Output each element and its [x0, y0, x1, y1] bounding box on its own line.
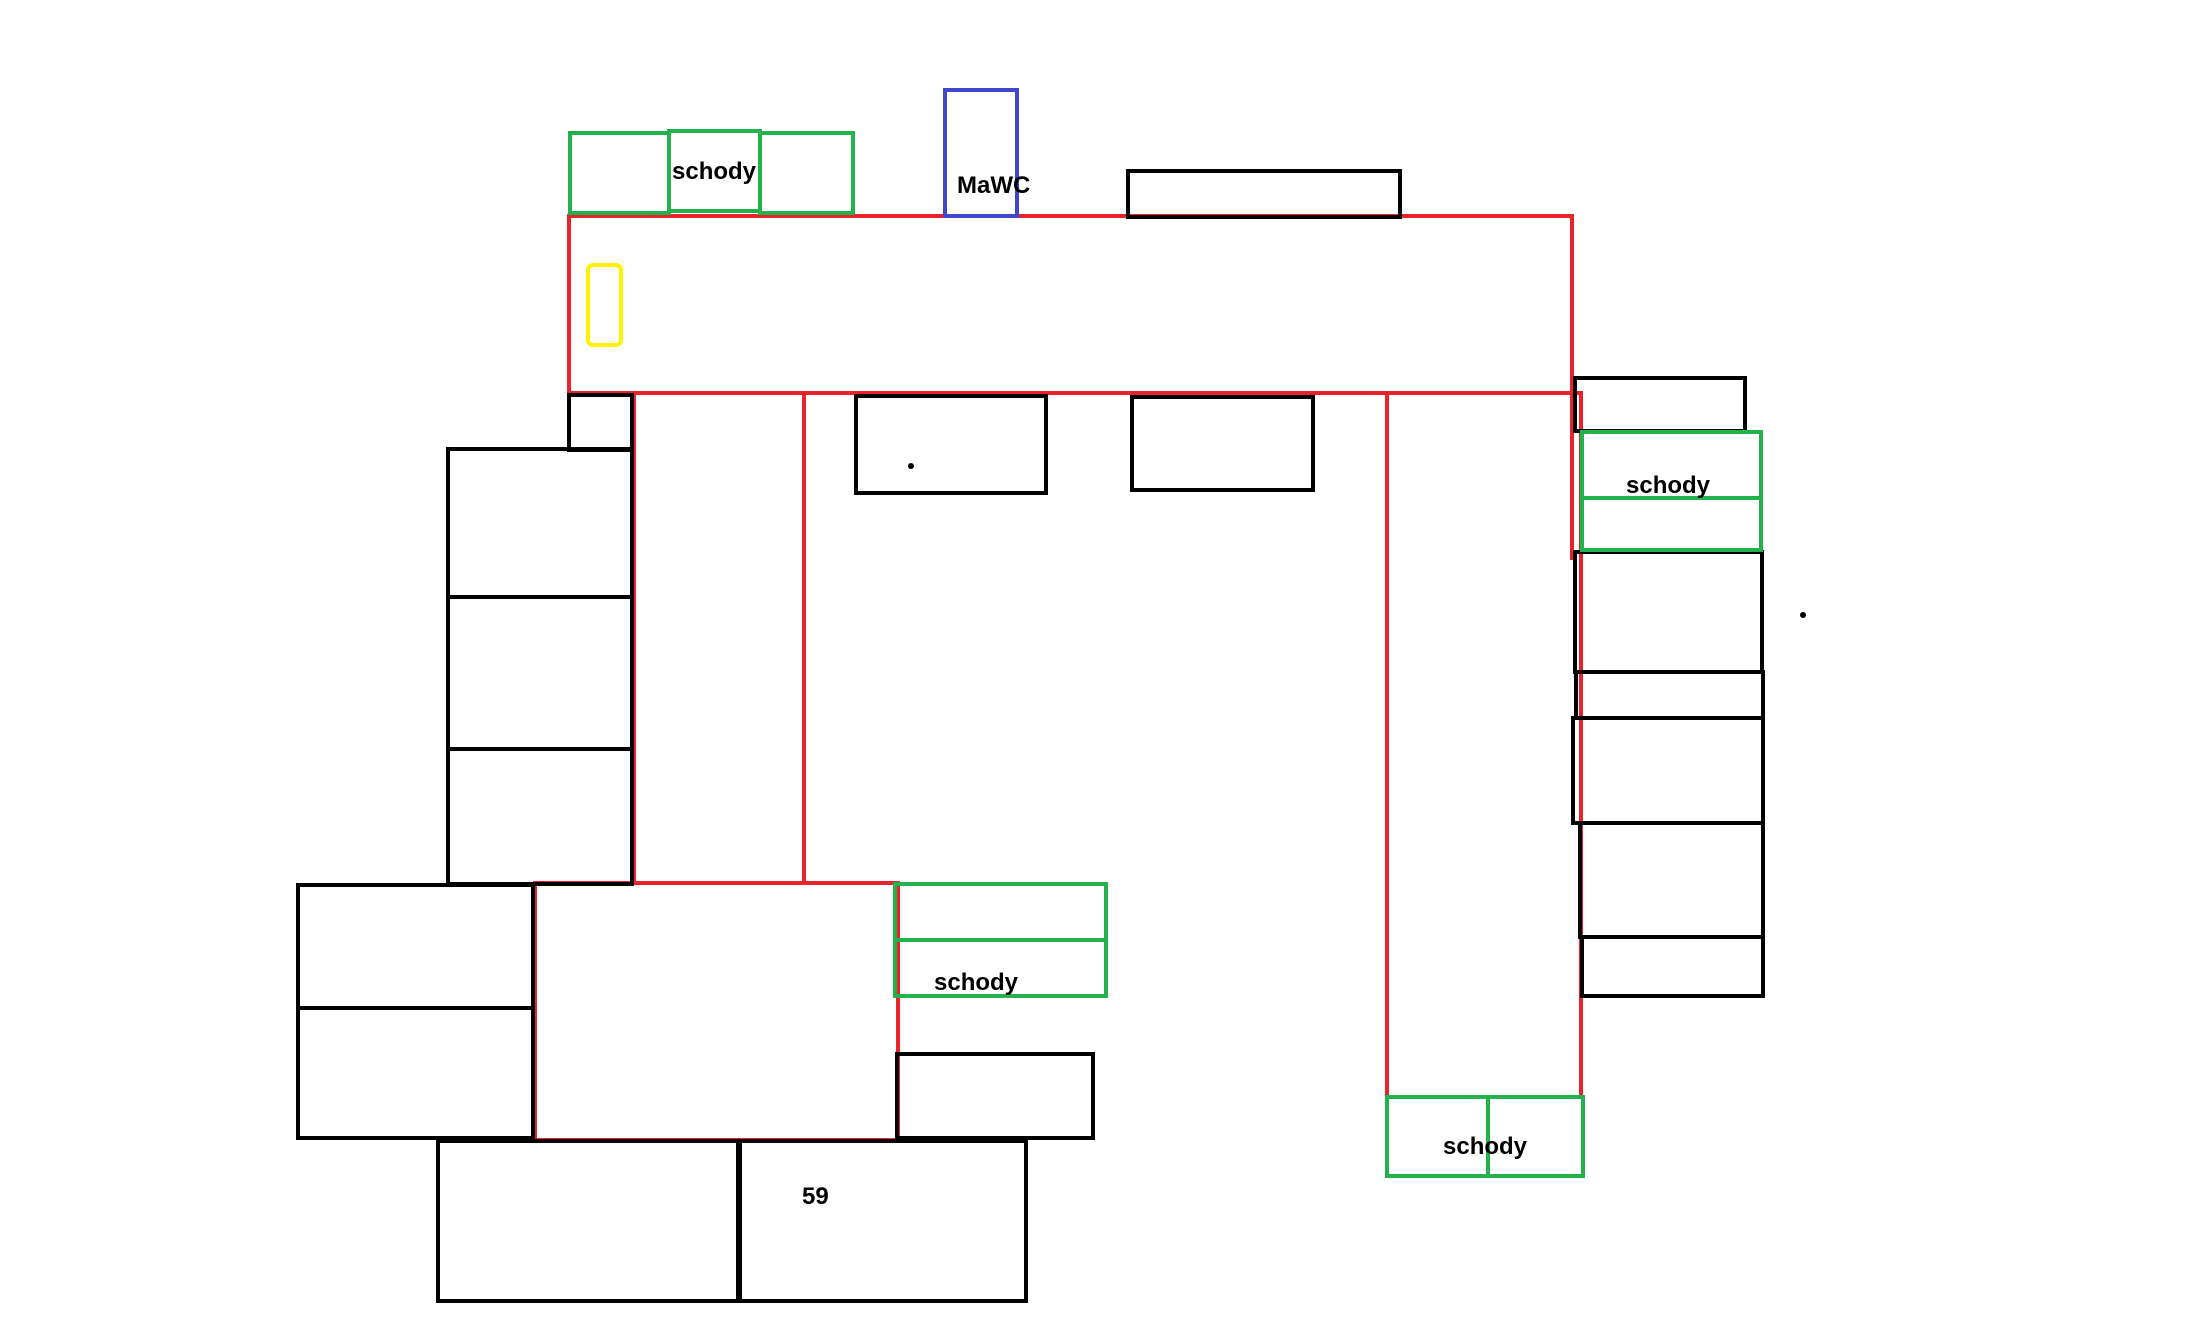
- corridor-bottom-left: [533, 881, 900, 1142]
- room-bottom-small: [895, 1052, 1095, 1140]
- room-right-5: [1580, 935, 1765, 998]
- room-far-left-2: [296, 1006, 535, 1140]
- stairs-right-b: [1580, 496, 1763, 552]
- label-stairs-top-left: schody: [672, 158, 757, 185]
- room-right-3: [1571, 716, 1765, 825]
- room-right-2: [1574, 670, 1765, 720]
- dot-mark-2: [1800, 612, 1806, 618]
- label-stairs-bottom-left: schody: [934, 969, 1019, 996]
- room-left-2: [446, 595, 634, 751]
- room-far-left-1: [296, 883, 535, 1010]
- label-stairs-bottom-right: schody: [1443, 1133, 1528, 1160]
- room-under-corridor-1: [854, 394, 1048, 495]
- dot-mark-1: [908, 463, 914, 469]
- room-right-1: [1573, 550, 1764, 674]
- label-room-59: 59: [802, 1183, 829, 1210]
- label-wc: MaWC: [957, 172, 1030, 199]
- corridors: [533, 214, 1583, 1142]
- room-small-corner: [567, 393, 634, 452]
- room-59: [738, 1139, 1028, 1303]
- room-top-long: [1126, 169, 1402, 219]
- label-stairs-right: schody: [1626, 472, 1711, 499]
- room-right-4: [1578, 821, 1765, 939]
- stairs-bottom-right-b: [1486, 1095, 1585, 1178]
- room-left-3: [446, 747, 634, 886]
- location-marker: [586, 263, 623, 347]
- room-bottom-1: [436, 1139, 740, 1303]
- corridor-right-vertical: [1385, 391, 1583, 1099]
- corridor-top: [567, 214, 1574, 395]
- stairs-top-left-a: [568, 131, 671, 215]
- room-right-top: [1573, 376, 1747, 433]
- room-under-corridor-2: [1130, 395, 1315, 492]
- wc-room: [943, 88, 1019, 218]
- corridor-left-vertical: [632, 391, 806, 885]
- stairs-bottom-left-a: [893, 882, 1108, 942]
- room-left-1: [446, 447, 634, 599]
- stairs-bottom-left-b: [893, 938, 1108, 998]
- stairs: [568, 129, 1763, 1178]
- rooms: [296, 169, 1765, 1303]
- stairs-top-left-c: [758, 131, 855, 215]
